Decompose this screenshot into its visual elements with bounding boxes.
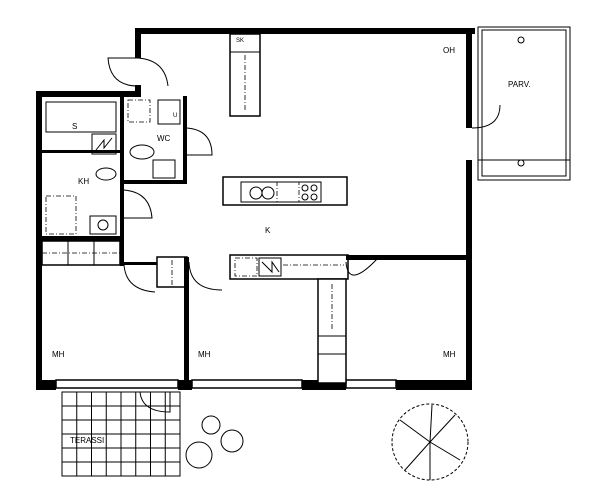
room-label-utility: U [173, 113, 178, 119]
room-label-balcony: PARV. [508, 80, 531, 89]
room-label-sauna: S [72, 122, 78, 131]
kitchen-island [222, 176, 348, 206]
tree-icon [185, 403, 469, 481]
room-label-bathroom: KH [78, 177, 90, 186]
room-label-bedroom-1: MH [52, 350, 65, 359]
room-label-living: OH [443, 46, 455, 55]
room-label-storage: SK [236, 38, 245, 44]
room-label-kitchen: K [265, 226, 271, 235]
room-label-terrace: TERASSI [70, 436, 105, 445]
room-label-bedroom-2: MH [198, 350, 211, 359]
interior-walls [123, 254, 466, 385]
entrance-door[interactable] [107, 57, 139, 87]
room-label-bedroom-3: MH [443, 350, 456, 359]
terrace [61, 391, 181, 477]
room-label-wc: WC [157, 134, 171, 143]
wet-rooms [41, 96, 213, 266]
balcony [471, 26, 571, 181]
